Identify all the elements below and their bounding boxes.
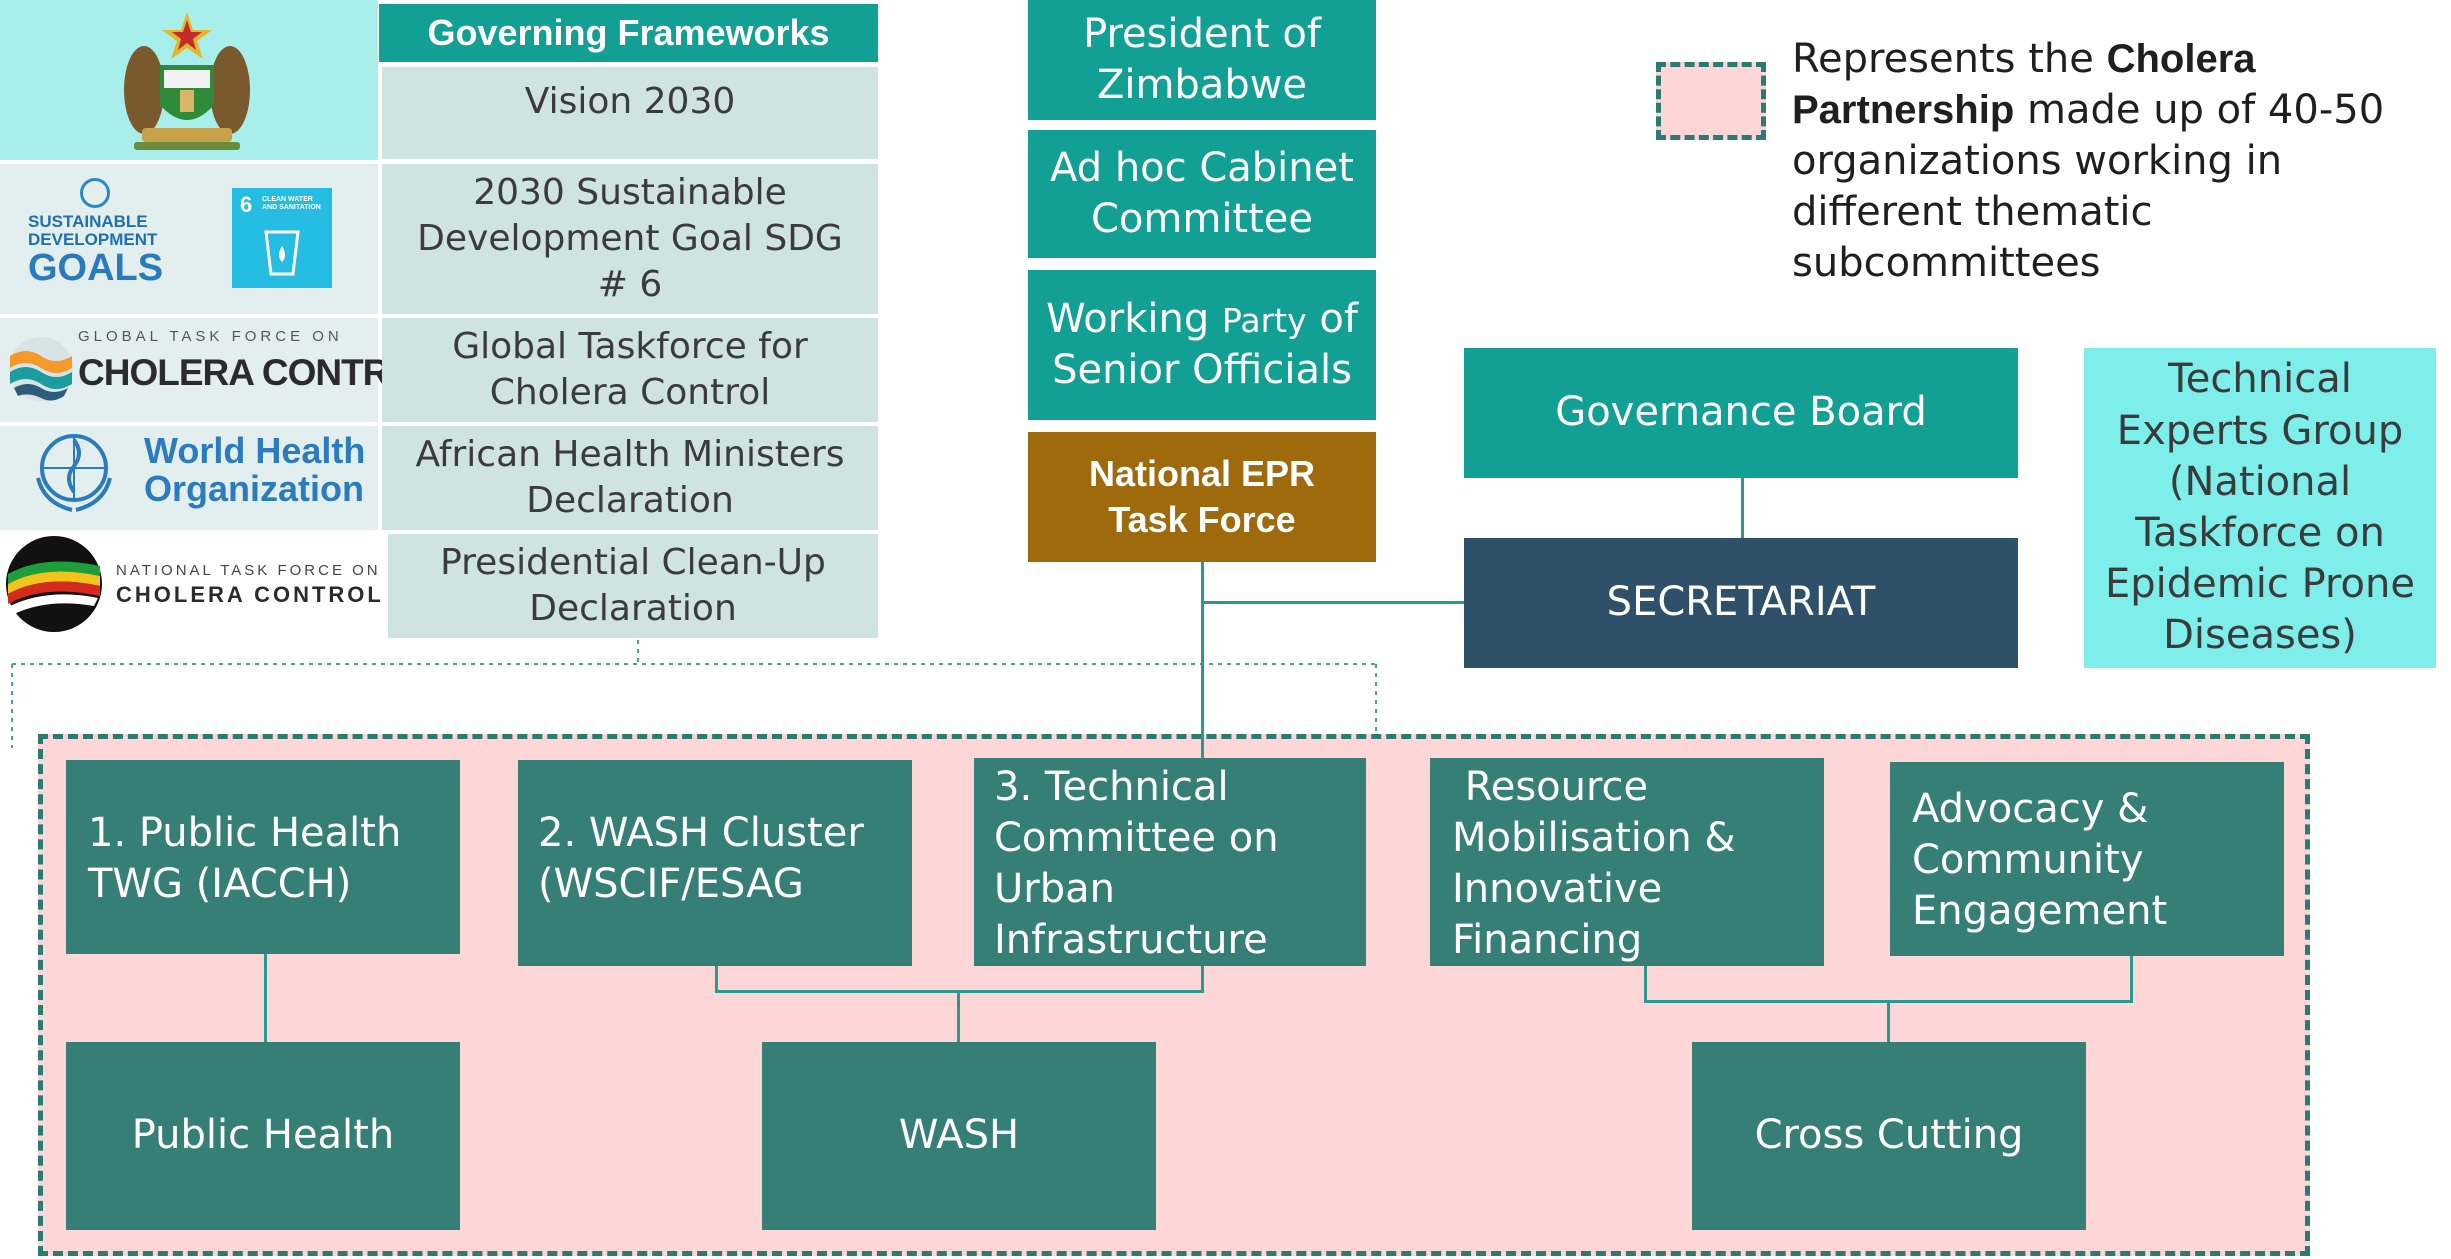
framework-vision-2030: Vision 2030 (382, 67, 878, 159)
subcommittee-resource-mobilisation: Resource Mobilisation & Innovative Finan… (1430, 758, 1824, 966)
who-emblem-icon (36, 434, 112, 512)
connector-board-secretariat (1741, 478, 1744, 538)
technical-experts-group-box: Technical Experts Group (National Taskfo… (2084, 348, 2436, 668)
ntfcc-flag-circle-icon (6, 536, 102, 632)
connector-wash-right (1201, 966, 1204, 992)
working-party-box: Working Party of Senior Officials (1028, 270, 1376, 420)
ntfcc-logo: NATIONAL TASK FORCE ON CHOLERA CONTROL (4, 534, 384, 638)
subcommittee-public-health-twg: 1. Public Health TWG (IACCH) (66, 760, 460, 954)
sdg-logo: SUSTAINABLE DEVELOPMENT GOALS (28, 178, 173, 288)
sdg6-number: 6 (240, 192, 253, 217)
who-line1: World Health (144, 430, 366, 471)
governance-board-box: Governance Board (1464, 348, 2018, 478)
gtfcc-big-text: CHOLERA CONTROL (78, 352, 439, 393)
coat-of-arms-logo (112, 10, 262, 155)
un-emblem-icon (80, 178, 110, 208)
subcommittee-wash-cluster: 2. WASH Cluster (WSCIF/ESAG (518, 760, 912, 966)
connector-epr-down (1201, 562, 1204, 760)
subcommittee-advocacy: Advocacy & Community Engagement (1890, 762, 2284, 956)
who-logo: World Health Organization (24, 418, 374, 528)
subcommittee-urban-infrastructure: 3. Technical Committee on Urban Infrastr… (974, 758, 1366, 966)
legend-swatch (1656, 62, 1766, 140)
cluster-public-health: Public Health (66, 1042, 460, 1230)
governing-frameworks-header: Governing Frameworks (379, 4, 878, 62)
connector-public-health (264, 954, 267, 1042)
framework-gtfcc: Global Taskforce for Cholera Control (382, 318, 878, 422)
connector-cross-right (2130, 956, 2133, 1002)
framework-ahm-declaration: African Health Ministers Declaration (382, 426, 878, 530)
sdg-logo-line2: DEVELOPMENT (28, 230, 158, 249)
who-logo-cell (0, 426, 378, 530)
secretariat-box: SECRETARIAT (1464, 538, 2018, 668)
connector-cross-left (1644, 966, 1647, 1002)
water-glass-icon (264, 230, 300, 276)
frameworks-bracket (11, 640, 1377, 748)
president-box: President of Zimbabwe (1028, 0, 1376, 120)
connector-cross-down (1887, 1000, 1890, 1042)
working-party-text: Working Party of Senior Officials (1046, 295, 1358, 393)
sdg-logo-line3: GOALS (28, 247, 164, 289)
framework-clean-up-declaration: Presidential Clean-Up Declaration (388, 534, 878, 638)
sdg6-tile: 6 CLEAN WATER AND SANITATION (232, 188, 332, 288)
cabinet-committee-box: Ad hoc Cabinet Committee (1028, 130, 1376, 258)
sdg6-caption: CLEAN WATER AND SANITATION (262, 196, 321, 212)
who-line2: Organization (144, 468, 365, 509)
cluster-wash: WASH (762, 1042, 1156, 1230)
framework-sdg6: 2030 Sustainable Development Goal SDG # … (382, 164, 878, 314)
sdg6-caption-line1: CLEAN WATER (262, 196, 313, 203)
cluster-cross-cutting: Cross Cutting (1692, 1042, 2086, 1230)
sdg-logo-line1: SUSTAINABLE (28, 212, 148, 231)
gtfcc-waves-icon (9, 337, 73, 401)
connector-epr-secretariat (1201, 601, 1464, 604)
sdg6-caption-line2: AND SANITATION (262, 204, 321, 211)
connector-wash-left (715, 966, 718, 992)
gtfcc-logo: GLOBAL TASK FORCE ON CHOLERA CONTROL (8, 322, 439, 418)
ntfcc-big-text: CHOLERA CONTROL (116, 582, 384, 607)
connector-wash-down (957, 990, 960, 1042)
gtfcc-small-text: GLOBAL TASK FORCE ON (78, 328, 343, 345)
ntfcc-small-text: NATIONAL TASK FORCE ON (116, 562, 381, 579)
national-epr-task-force-box: National EPR Task Force (1028, 432, 1376, 562)
